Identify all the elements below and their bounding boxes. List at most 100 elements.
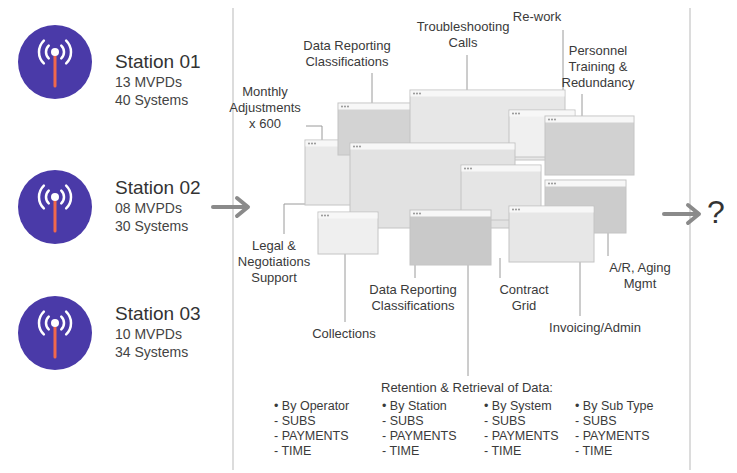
- leader-line: [345, 250, 346, 322]
- station-stat: 34 Systems: [115, 343, 201, 361]
- antenna-mast: [54, 327, 57, 357]
- task-label: Re-work: [502, 9, 572, 25]
- signal-wave: [66, 186, 71, 209]
- list-item: - TIME: [382, 444, 419, 459]
- window-dot: [518, 113, 520, 115]
- leader-line: [580, 258, 581, 316]
- window-dot: [467, 168, 469, 170]
- station-stat: 10 MVPDs: [115, 325, 201, 343]
- signal-wave: [46, 317, 49, 330]
- signal-wave: [39, 41, 44, 64]
- list-item: - SUBS: [382, 414, 424, 429]
- signal-wave: [46, 191, 49, 204]
- task-label: Monthly Adjustments x 600: [226, 84, 304, 132]
- icon-circle: [18, 296, 92, 370]
- signal-wave: [61, 191, 64, 204]
- window-dot: [554, 183, 556, 185]
- station-stat: 40 Systems: [115, 91, 201, 109]
- station-name: Station 03: [115, 303, 201, 325]
- task-label: Collections: [299, 326, 389, 342]
- antenna-mast: [54, 201, 57, 231]
- arrow-shaft: [664, 212, 697, 216]
- list-item: • By Sub Type: [575, 399, 654, 414]
- window-dot: [512, 113, 514, 115]
- window-dot: [470, 168, 472, 170]
- flow-arrow: [664, 205, 699, 223]
- window-dot: [416, 213, 418, 215]
- list-item: - TIME: [484, 444, 521, 459]
- station-node: Station 0113 MVPDs40 Systems: [115, 51, 201, 109]
- leader-line: [372, 73, 373, 105]
- window-dot: [416, 93, 418, 95]
- window-titlebar: [510, 207, 594, 213]
- icon-circle: [18, 25, 92, 99]
- task-label: Troubleshooting Calls: [406, 19, 521, 51]
- task-label: Legal & Negotiations Support: [232, 238, 316, 286]
- list-item: • By Operator: [274, 399, 349, 414]
- station-icon: [18, 170, 92, 244]
- task-label: Contract Grid: [493, 282, 555, 314]
- station-icon: [18, 296, 92, 370]
- station-stat: 08 MVPDs: [115, 199, 201, 217]
- window-body: [509, 206, 594, 262]
- window-titlebar: [319, 213, 378, 219]
- leader-line: [608, 230, 609, 256]
- task-label: Invoicing/Admin: [535, 320, 655, 336]
- window-dot: [419, 93, 421, 95]
- task-label: Data Reporting Classifications: [356, 282, 471, 314]
- window-dot: [515, 113, 517, 115]
- window-dot: [413, 93, 415, 95]
- window-dot: [321, 215, 323, 217]
- window-titlebar: [546, 181, 626, 187]
- window-body: [545, 116, 634, 175]
- window-dot: [344, 106, 346, 108]
- arrow-head: [237, 198, 248, 216]
- window-dot: [551, 119, 553, 121]
- list-item: • By Station: [382, 399, 447, 414]
- window-dot: [548, 119, 550, 121]
- icon-circle: [18, 170, 92, 244]
- window-dot: [518, 209, 520, 211]
- window-dot: [419, 213, 421, 215]
- window-shape: [318, 212, 378, 254]
- separator-line: [689, 8, 691, 470]
- station-node: Station 0208 MVPDs30 Systems: [115, 177, 201, 235]
- window-dot: [359, 146, 361, 148]
- task-label: A/R, Aging Mgmt: [604, 260, 676, 292]
- antenna-tip: [51, 48, 59, 56]
- signal-wave: [66, 312, 71, 335]
- window-titlebar: [351, 144, 515, 150]
- signal-wave: [46, 46, 49, 59]
- station-name: Station 01: [115, 51, 201, 73]
- signal-wave: [39, 186, 44, 209]
- window-dot: [551, 183, 553, 185]
- signal-wave: [39, 312, 44, 335]
- flow-arrows: [213, 198, 699, 223]
- window-dot: [548, 183, 550, 185]
- window-dot: [512, 209, 514, 211]
- window-cluster: [305, 90, 634, 265]
- antenna-tip: [51, 319, 59, 327]
- list-item: - PAYMENTS: [274, 429, 349, 444]
- window-dot: [341, 106, 343, 108]
- leader-line: [500, 258, 501, 278]
- signal-wave: [61, 317, 64, 330]
- window-dot: [308, 143, 310, 145]
- window-shape: [509, 206, 594, 262]
- leader-line: [467, 55, 468, 92]
- window-titlebar: [462, 166, 541, 172]
- window-dot: [356, 146, 358, 148]
- list-heading: Retention & Retrieval of Data:: [352, 380, 582, 396]
- signal-wave: [61, 46, 64, 59]
- window-dot: [413, 213, 415, 215]
- window-dot: [311, 143, 313, 145]
- list-item: - PAYMENTS: [575, 429, 650, 444]
- signal-wave: [66, 41, 71, 64]
- window-dot: [353, 146, 355, 148]
- station-name: Station 02: [115, 177, 201, 199]
- window-shape: [545, 116, 634, 175]
- window-dot: [327, 215, 329, 217]
- station-stat: 30 Systems: [115, 217, 201, 235]
- list-item: - SUBS: [274, 414, 316, 429]
